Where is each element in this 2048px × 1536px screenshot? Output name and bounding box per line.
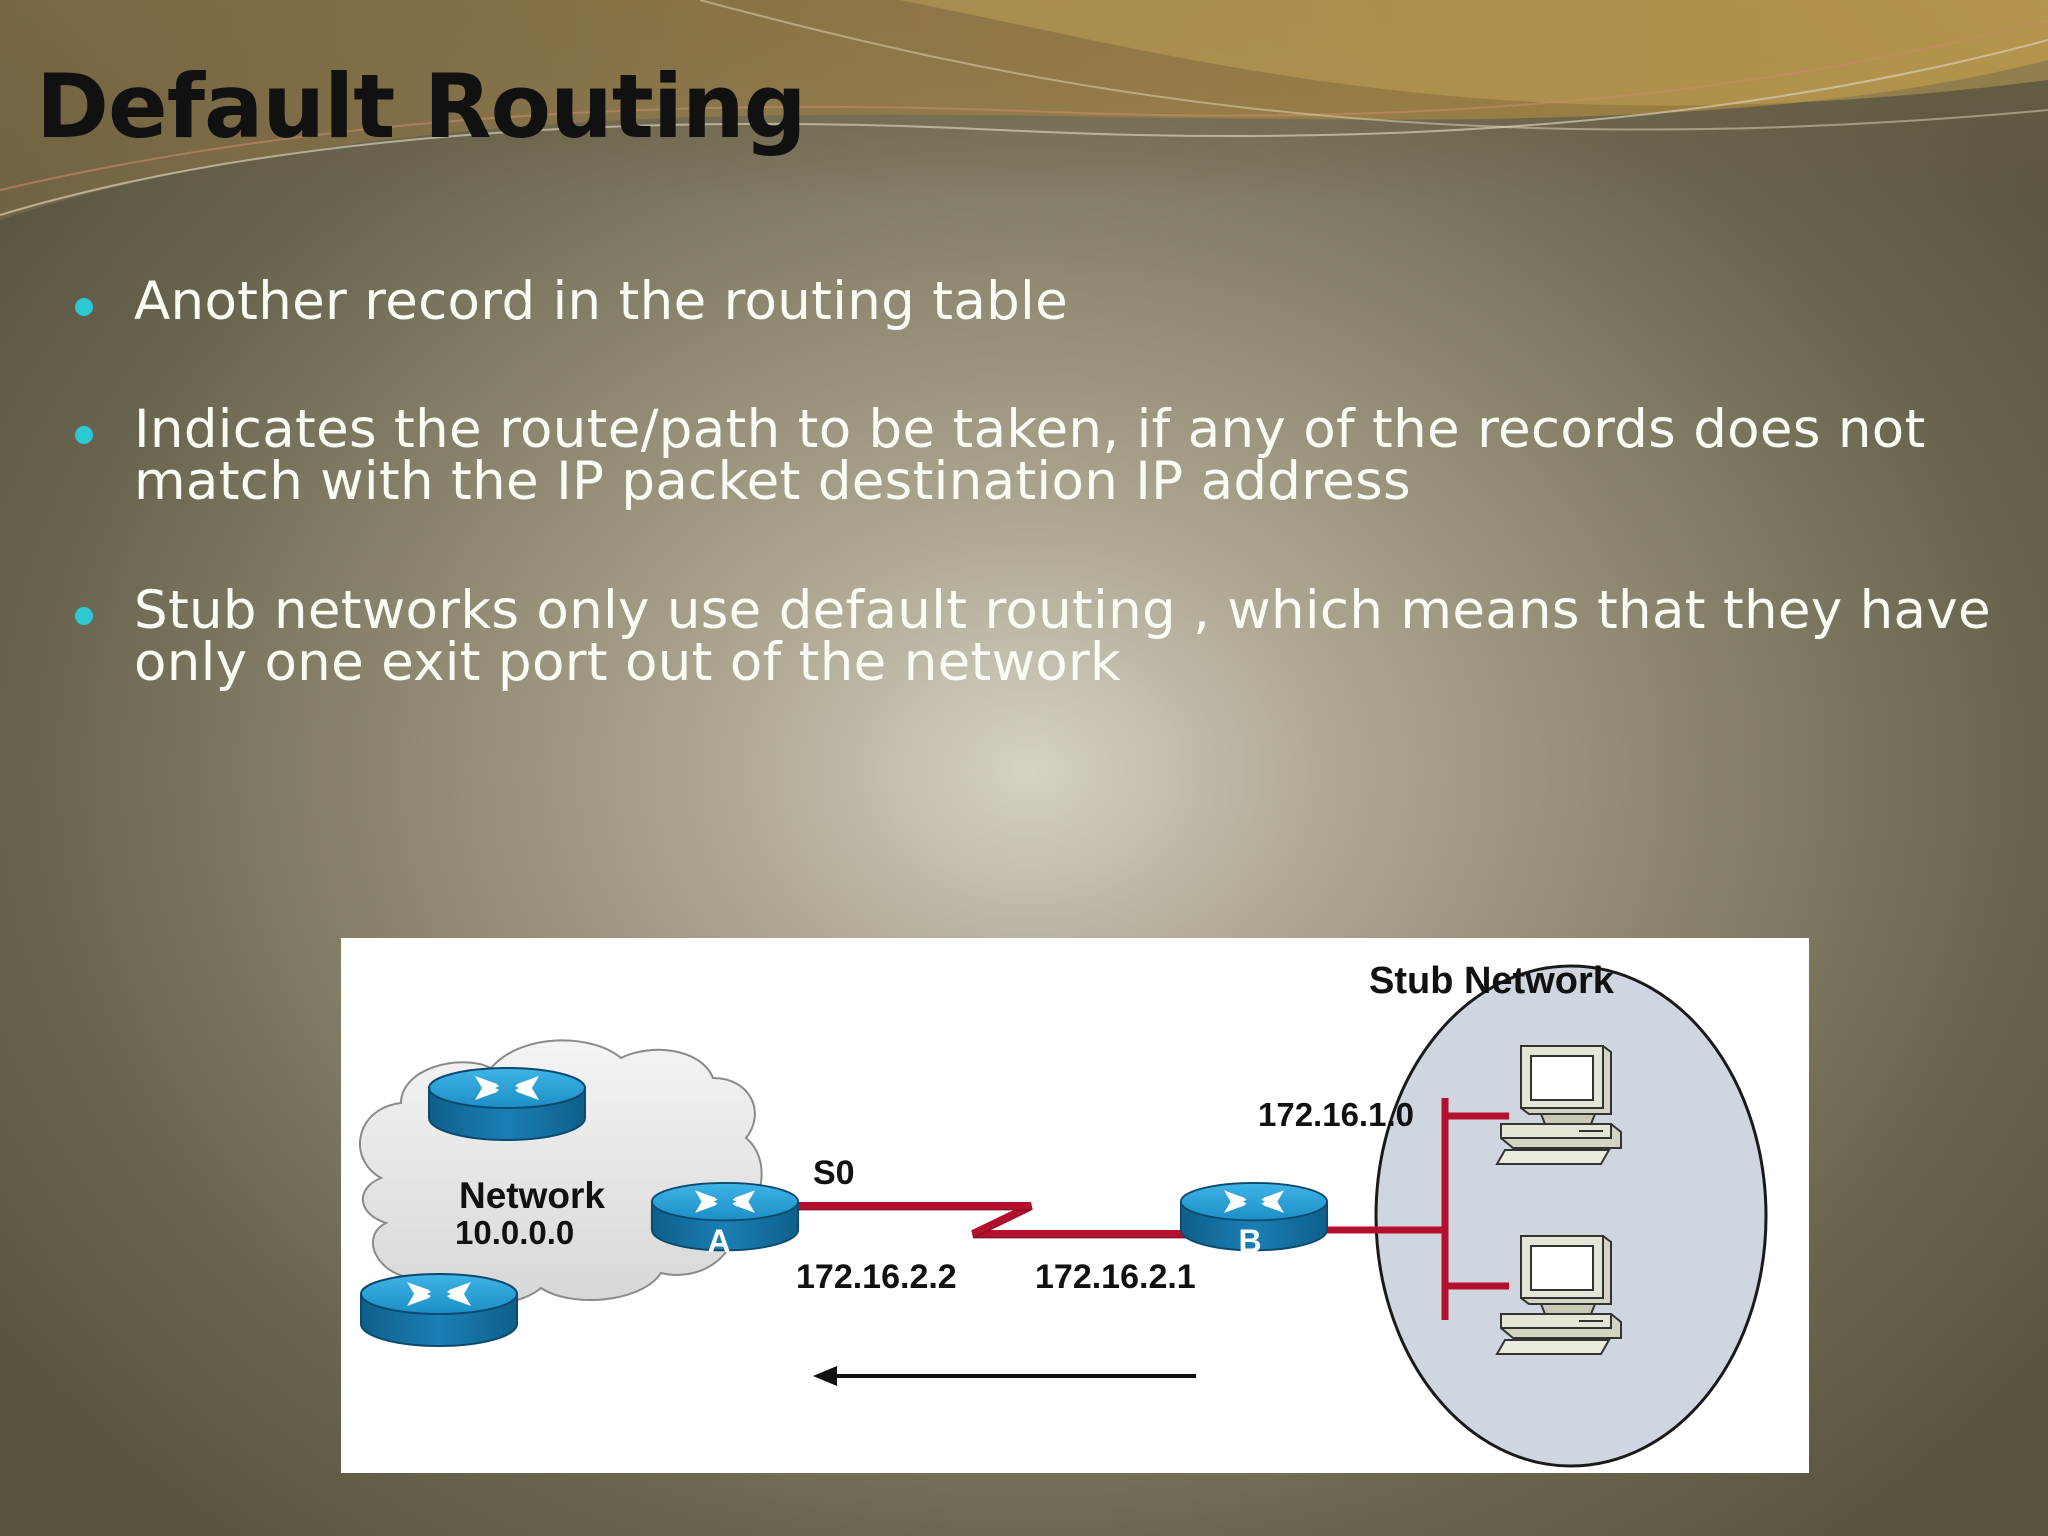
bullet-item: Indicates the route/path to be taken, if… xyxy=(75,403,2014,508)
bullet-item: Stub networks only use default routing ,… xyxy=(75,584,2014,689)
bullet-dot-icon xyxy=(75,298,93,316)
router-b-ip-label: 172.16.2.1 xyxy=(1035,1258,1196,1296)
slide-title: Default Routing xyxy=(36,55,807,158)
bullet-dot-icon xyxy=(75,426,93,444)
serial-link xyxy=(791,1202,1223,1238)
bullet-dot-icon xyxy=(75,607,93,625)
bullet-text: Indicates the route/path to be taken, if… xyxy=(134,399,1926,512)
stub-network-label: Stub Network xyxy=(1369,960,1615,1002)
interface-s0-label: S0 xyxy=(813,1154,855,1192)
network-address-label: 10.0.0.0 xyxy=(455,1214,574,1251)
background-swoosh xyxy=(0,0,2048,220)
router-a-label: A xyxy=(707,1223,730,1259)
stub-network-circle xyxy=(1374,964,1768,1468)
network-diagram: Stub Network Network 10.0.0.0 A B S0 172… xyxy=(341,938,1809,1473)
network-label: Network xyxy=(459,1175,605,1216)
bullet-item: Another record in the routing table xyxy=(75,275,2014,328)
network-router-1 xyxy=(428,1067,586,1141)
router-a-ip-label: 172.16.2.2 xyxy=(796,1258,957,1296)
network-diagram-graphic: Stub Network Network 10.0.0.0 A B S0 172… xyxy=(358,960,1768,1468)
stub-lan-address-label: 172.16.1.0 xyxy=(1258,1096,1414,1133)
bullet-text: Stub networks only use default routing ,… xyxy=(134,580,1991,693)
bullet-text: Another record in the routing table xyxy=(134,271,1068,332)
default-route-arrow xyxy=(813,1366,1196,1386)
network-router-2 xyxy=(360,1273,518,1347)
router-b-label: B xyxy=(1238,1223,1261,1259)
